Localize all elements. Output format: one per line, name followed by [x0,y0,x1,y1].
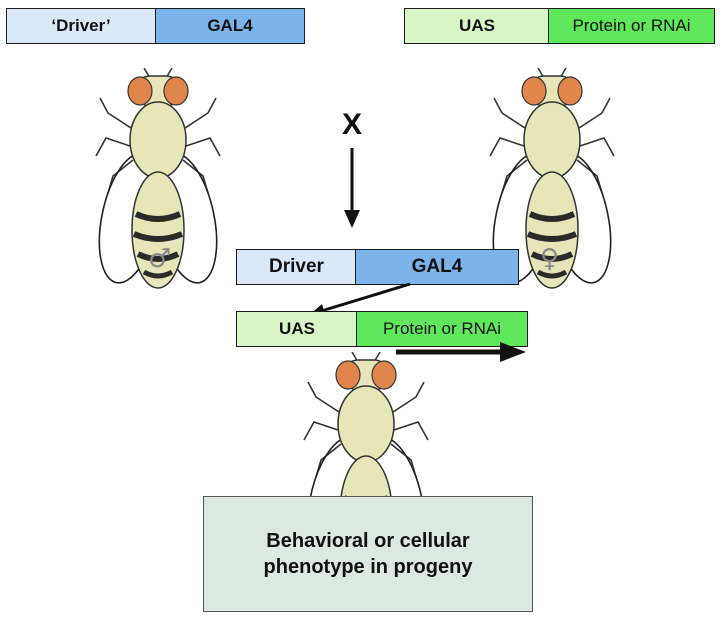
progeny-driver-label: Driver [269,256,324,277]
female-effector-label: Protein or RNAi [572,16,691,35]
progeny-gal4-segment: GAL4 [355,249,519,285]
progeny-uas-label: UAS [279,319,315,338]
male-gal4-label: GAL4 [207,16,253,35]
male-driver-label: ‘Driver’ [51,16,111,35]
male-symbol: ♂ [148,244,172,274]
progeny-driver-segment: Driver [236,249,357,285]
male-gal4-segment: GAL4 [155,8,305,44]
progeny-effector-label: Protein or RNAi [382,319,502,338]
female-effector-segment: Protein or RNAi [548,8,715,44]
cross-label: X [342,108,363,141]
female-uas-segment: UAS [404,8,550,44]
male-driver-segment: ‘Driver’ [6,8,156,44]
expression-arrow-icon [396,342,526,362]
female-uas-label: UAS [459,16,495,35]
progeny-effector-segment: Protein or RNAi [356,311,528,347]
phenotype-text: Behavioral or cellular phenotype in prog… [263,530,473,578]
phenotype-box: Behavioral or cellular phenotype in prog… [203,496,533,612]
progeny-uas-segment: UAS [236,311,358,347]
cross-arrow-icon [344,148,360,228]
female-symbol: ♀ [540,244,560,274]
progeny-gal4-label: GAL4 [411,256,463,277]
